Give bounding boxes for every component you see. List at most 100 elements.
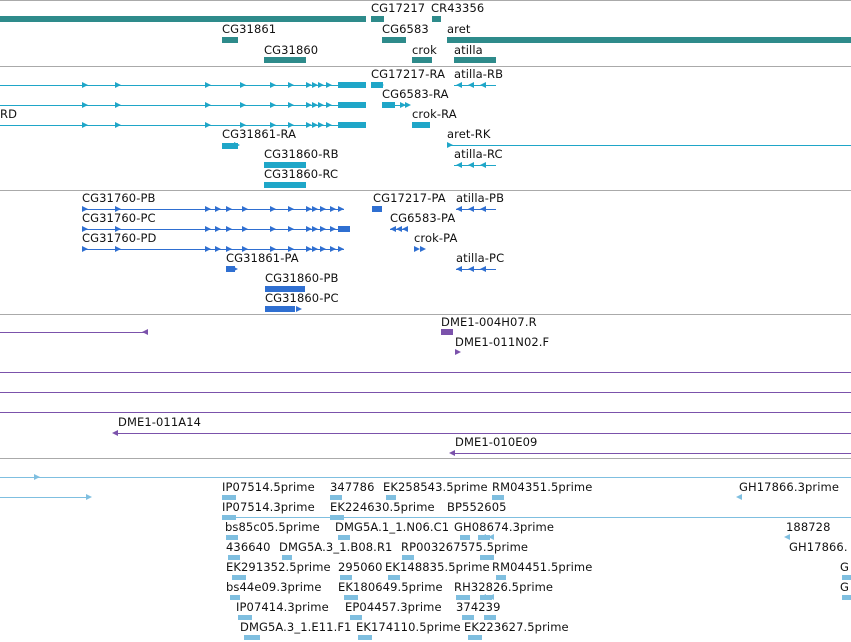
est-block[interactable]	[492, 495, 504, 500]
clone-label: DME1-010E09	[455, 435, 538, 449]
est-block[interactable]	[386, 495, 396, 500]
strand-arrow-icon	[226, 246, 232, 252]
est-block[interactable]	[496, 575, 506, 580]
est-block[interactable]	[238, 615, 252, 620]
protein-label: CG31861-PA	[226, 251, 299, 265]
est-block[interactable]	[484, 615, 496, 620]
protein-feature[interactable]	[82, 249, 344, 250]
transcript-label: aret-RK	[447, 127, 491, 141]
est-block[interactable]	[350, 615, 362, 620]
gene-feature[interactable]	[447, 37, 851, 43]
gene-feature[interactable]	[432, 16, 441, 22]
est-label: EK291352.5prime	[226, 560, 331, 574]
strand-arrow-icon	[115, 206, 121, 212]
est-block[interactable]	[402, 555, 414, 560]
est-label: 374239	[456, 600, 501, 614]
est-feature[interactable]	[0, 477, 851, 478]
transcript-feature[interactable]	[382, 102, 395, 108]
transcript-feature[interactable]	[371, 82, 383, 88]
strand-arrow-icon	[306, 122, 312, 128]
strand-arrow-icon	[456, 82, 462, 88]
est-block[interactable]	[344, 595, 358, 600]
strand-arrow-icon	[402, 226, 408, 232]
protein-feature[interactable]	[265, 306, 295, 312]
est-label: G	[840, 580, 850, 594]
clone-feature[interactable]	[0, 332, 148, 333]
est-block[interactable]	[230, 595, 240, 600]
est-label: BP552605	[447, 500, 507, 514]
est-block[interactable]	[462, 615, 474, 620]
strand-arrow-icon	[318, 102, 324, 108]
est-block[interactable]	[244, 635, 260, 640]
transcript-feature[interactable]	[454, 165, 496, 166]
strand-arrow-icon	[215, 226, 221, 232]
est-block[interactable]	[358, 635, 372, 640]
est-feature[interactable]	[222, 517, 851, 518]
gene-feature[interactable]	[0, 16, 366, 22]
est-block[interactable]	[456, 595, 470, 600]
transcript-feature[interactable]	[0, 125, 366, 126]
protein-label: crok-PA	[414, 231, 458, 245]
gene-feature[interactable]	[454, 57, 496, 63]
clone-feature[interactable]	[441, 329, 453, 335]
gene-feature[interactable]	[382, 37, 406, 43]
gene-feature[interactable]	[222, 37, 238, 43]
strand-arrow-icon	[205, 82, 211, 88]
protein-feature[interactable]	[265, 286, 305, 292]
transcript-feature[interactable]	[264, 162, 306, 168]
protein-feature[interactable]	[372, 206, 382, 212]
strand-arrow-icon	[215, 246, 221, 252]
est-block[interactable]	[460, 535, 470, 540]
transcript-label: atilla-RC	[454, 147, 503, 161]
est-block[interactable]	[480, 555, 494, 560]
transcript-feature[interactable]	[0, 85, 366, 86]
transcript-feature[interactable]	[454, 85, 496, 86]
protein-feature[interactable]	[456, 209, 496, 210]
est-block[interactable]	[282, 555, 292, 560]
strand-arrow-icon	[296, 306, 302, 312]
est-block[interactable]	[338, 535, 350, 540]
strand-arrow-icon	[480, 162, 486, 168]
est-feature[interactable]	[0, 497, 86, 498]
est-block[interactable]	[222, 515, 236, 520]
protein-feature[interactable]	[82, 209, 344, 210]
clone-feature[interactable]	[0, 392, 851, 393]
gene-feature[interactable]	[371, 16, 384, 22]
est-block[interactable]	[842, 575, 851, 580]
transcript-feature[interactable]	[222, 143, 238, 149]
est-block[interactable]	[340, 575, 352, 580]
protein-feature[interactable]	[456, 269, 496, 270]
est-label: GH17866.	[789, 540, 848, 554]
strand-arrow-icon	[306, 246, 312, 252]
est-block[interactable]	[842, 595, 851, 600]
est-block[interactable]	[222, 495, 236, 500]
protein-feature[interactable]	[226, 266, 235, 272]
est-label: RM04351.5prime	[492, 480, 593, 494]
transcript-feature[interactable]	[264, 182, 306, 188]
est-block[interactable]	[232, 575, 246, 580]
strand-arrow-icon	[320, 206, 326, 212]
est-block[interactable]	[330, 495, 342, 500]
strand-arrow-icon	[205, 226, 211, 232]
est-block[interactable]	[388, 575, 400, 580]
transcript-feature[interactable]	[412, 122, 430, 128]
transcript-feature[interactable]	[447, 145, 851, 146]
transcript-feature[interactable]	[0, 105, 366, 106]
clone-feature[interactable]	[0, 412, 851, 413]
transcript-label: atilla-RB	[454, 67, 504, 81]
est-label: IP07414.3prime	[236, 600, 329, 614]
strand-arrow-icon	[226, 206, 232, 212]
est-block[interactable]	[468, 635, 482, 640]
clone-feature[interactable]	[118, 433, 851, 434]
strand-arrow-icon	[312, 102, 318, 108]
clone-feature[interactable]	[0, 372, 851, 373]
est-block[interactable]	[228, 555, 240, 560]
strand-arrow-icon	[456, 206, 462, 212]
est-label: EK180649.5prime	[338, 580, 443, 594]
gene-feature[interactable]	[264, 57, 306, 63]
clone-feature[interactable]	[455, 453, 851, 454]
est-block[interactable]	[226, 535, 238, 540]
est-block[interactable]	[330, 515, 344, 520]
strand-arrow-icon	[390, 226, 396, 232]
gene-feature[interactable]	[412, 57, 432, 63]
